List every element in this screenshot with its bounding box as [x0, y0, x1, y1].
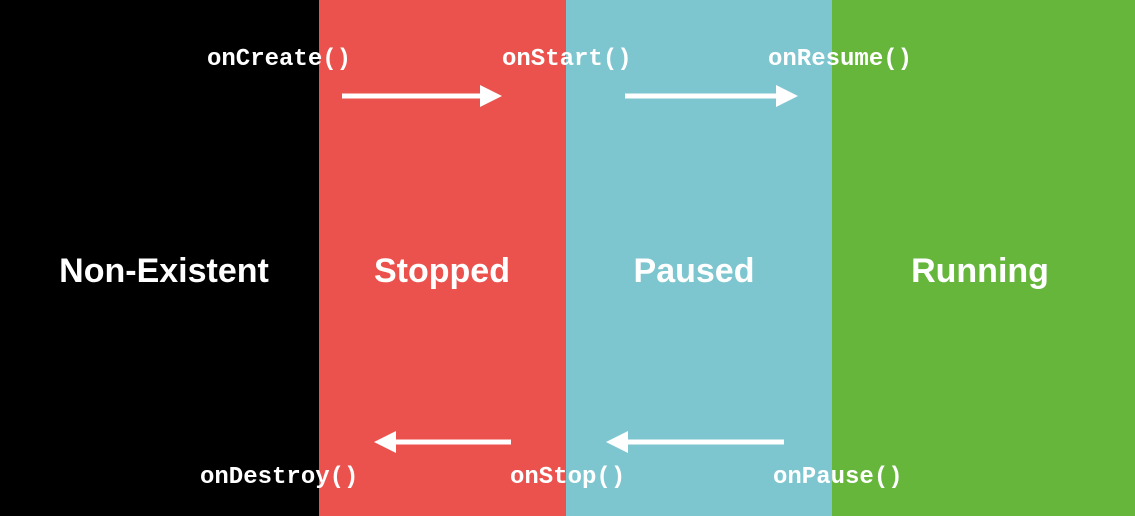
on-destroy-label: onDestroy(): [200, 464, 359, 491]
on-resume-label: onResume(): [768, 46, 913, 73]
non-existent-state-label: Non-Existent: [59, 252, 269, 290]
stopped-state-label: Stopped: [374, 252, 510, 290]
running-state-band: [832, 0, 1135, 516]
on-stop-label: onStop(): [510, 464, 626, 491]
non-existent-state-band: [0, 0, 319, 516]
on-pause-label: onPause(): [773, 464, 903, 491]
running-state-label: Running: [911, 252, 1049, 290]
paused-state-label: Paused: [633, 252, 755, 290]
on-create-label: onCreate(): [207, 46, 352, 73]
stopped-state-band: [319, 0, 566, 516]
on-start-label: onStart(): [502, 46, 632, 73]
